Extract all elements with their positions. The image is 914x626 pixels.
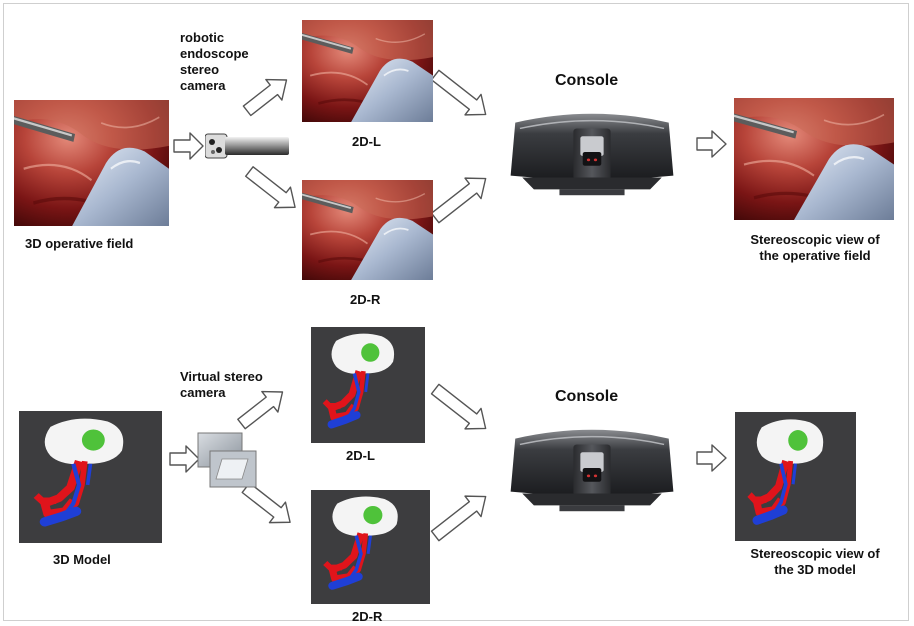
model-2d-right-image [311, 490, 430, 604]
model-2d-left-image [311, 327, 425, 443]
view-2d-left-image [302, 20, 433, 122]
console-image-2 [499, 415, 685, 523]
input-label: 3D operative field [25, 236, 134, 251]
output-label-line-2: the operative field [759, 248, 871, 263]
operative-field-image [14, 100, 169, 226]
model-output-label: Stereoscopic view of the 3D model [725, 546, 905, 578]
camera-label-line-4: camera [180, 78, 226, 93]
vcamera-label-line-2: camera [180, 385, 226, 400]
camera-label-line-3: stereo [180, 62, 220, 77]
stereo-operative-output-image [734, 98, 894, 220]
arrow-left-to-console-2 [430, 383, 487, 430]
output-label: Stereoscopic view of the operative field [725, 232, 905, 264]
model-output-label-line-2: the 3D model [774, 562, 856, 577]
arrow-field-to-camera [173, 132, 204, 160]
arrow-console-to-output-2 [696, 444, 727, 472]
console-title: Console [555, 72, 619, 89]
console-title-2: Console [555, 388, 619, 405]
vcamera-label: Virtual stereo camera [180, 369, 263, 401]
arrow-right-to-console [430, 177, 487, 224]
arrow-model-to-vcamera [169, 445, 200, 473]
stereo-model-output-image [735, 412, 856, 541]
arrow-right-to-console-2 [430, 495, 487, 542]
model-output-label-line-1: Stereoscopic view of [750, 546, 880, 561]
model-input-label: 3D Model [53, 552, 111, 567]
camera-label: robotic endoscope stereo camera [180, 30, 249, 94]
camera-label-line-1: robotic [180, 30, 225, 45]
virtual-camera-image [196, 431, 258, 489]
model-right-view-label: 2D-R [352, 609, 383, 624]
arrow-camera-to-left [242, 78, 288, 117]
right-view-label: 2D-R [350, 292, 381, 307]
arrow-vcamera-to-right [241, 482, 291, 524]
arrow-camera-to-right [244, 166, 296, 209]
model-3d-image [19, 411, 162, 543]
vcamera-label-line-1: Virtual stereo [180, 369, 263, 384]
arrow-console-to-output [696, 130, 727, 158]
view-2d-right-image [302, 180, 433, 280]
arrow-left-to-console [430, 69, 487, 116]
left-view-label: 2D-L [352, 134, 381, 149]
output-label-line-1: Stereoscopic view of [750, 232, 880, 247]
camera-label-line-2: endoscope [180, 46, 249, 61]
endoscope-camera-image [205, 128, 289, 162]
arrow-vcamera-to-left [237, 390, 284, 430]
figure-frame [3, 3, 909, 621]
console-image [499, 99, 685, 207]
model-left-view-label: 2D-L [346, 448, 375, 463]
